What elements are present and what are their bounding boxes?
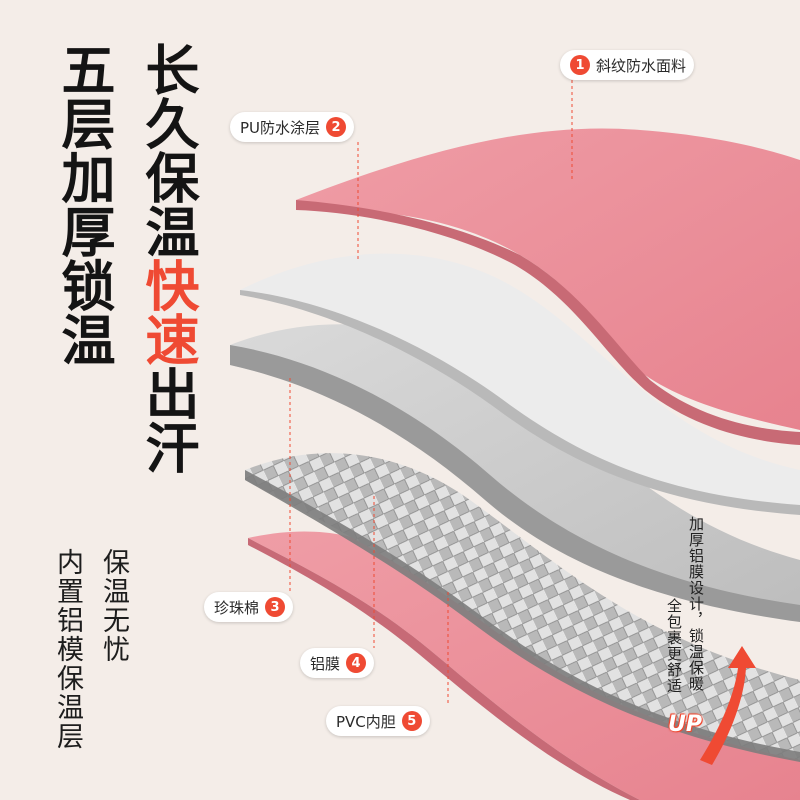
layer-pearl-cotton-edge bbox=[230, 345, 800, 622]
layer-number-1: 1 bbox=[570, 55, 590, 75]
side-text-worry-free: 保温无忧 bbox=[98, 548, 129, 664]
layer-number-3: 3 bbox=[265, 597, 286, 617]
layer-label-2: PU防水涂层 2 bbox=[230, 112, 355, 142]
layer-label-1-text: 斜纹防水面料 bbox=[596, 56, 687, 75]
layer-pvc-inner bbox=[248, 531, 800, 800]
layer-label-1: 1 斜纹防水面料 bbox=[560, 50, 695, 80]
up-arrow-icon bbox=[700, 646, 756, 765]
up-badge: UP bbox=[668, 712, 702, 737]
layer-label-5: PVC内胆 5 bbox=[326, 706, 430, 736]
layer-number-5: 5 bbox=[401, 711, 422, 731]
layer-label-4: 铝膜 4 bbox=[300, 648, 375, 678]
note-foil-design: 加厚铝膜设计，锁温保暖 bbox=[687, 516, 705, 692]
layer-label-3-text: 珍珠棉 bbox=[214, 598, 260, 617]
layer-twill-fabric bbox=[296, 128, 800, 430]
headline-warmth-part1: 长久保温 bbox=[136, 42, 199, 258]
layer-pu-coating bbox=[240, 253, 800, 510]
headline-warmth-part3: 出汗 bbox=[136, 366, 199, 474]
layer-number-2: 2 bbox=[326, 117, 347, 137]
layer-label-5-text: PVC内胆 bbox=[336, 712, 396, 731]
headline-warmth: 长久保温快速出汗 bbox=[136, 42, 199, 474]
layer-label-4-text: 铝膜 bbox=[310, 654, 341, 673]
headline-warmth-accent: 快速 bbox=[136, 258, 199, 366]
note-full-wrap: 全包裹更舒适 bbox=[665, 598, 683, 694]
side-text-foil-layer: 内置铝模保温层 bbox=[52, 548, 83, 751]
headline-five-layers: 五层加厚锁温 bbox=[52, 42, 115, 366]
layer-label-2-text: PU防水涂层 bbox=[240, 118, 321, 137]
layer-label-3: 珍珠棉 3 bbox=[204, 592, 294, 622]
layer-number-4: 4 bbox=[346, 653, 367, 673]
layer-aluminium-foil bbox=[245, 453, 800, 760]
leader-lines bbox=[289, 80, 573, 706]
layer-pvc-edge bbox=[248, 538, 640, 800]
